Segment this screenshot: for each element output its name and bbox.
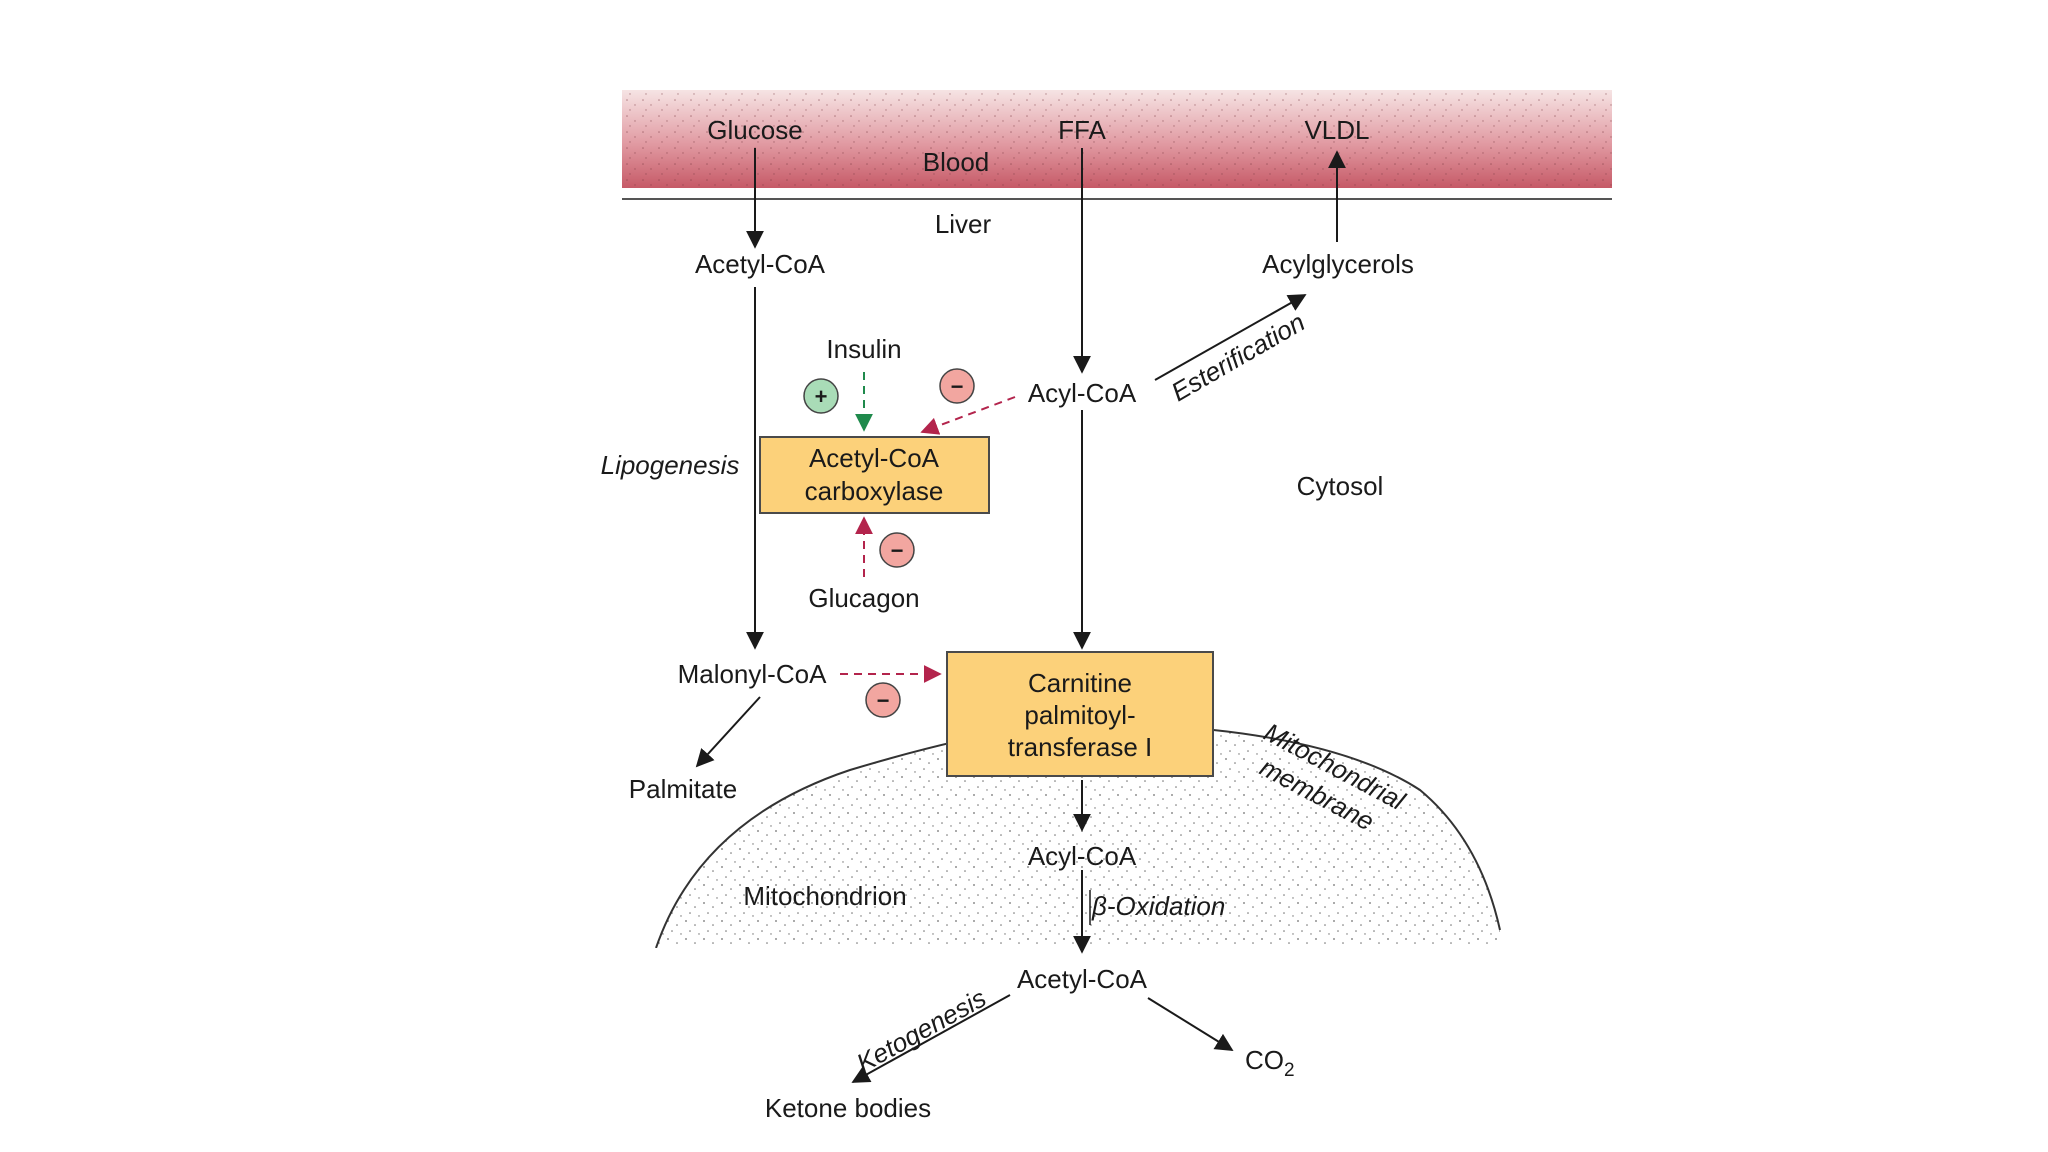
co2-main: CO bbox=[1245, 1045, 1284, 1075]
cytosol-label: Cytosol bbox=[1297, 471, 1384, 501]
palmitate-label: Palmitate bbox=[629, 774, 737, 804]
acyl-coa-minus-sign: − bbox=[939, 368, 975, 404]
glucagon-minus-sign: − bbox=[879, 532, 915, 568]
mitochondrion bbox=[640, 721, 1520, 968]
co2-label: CO2 bbox=[1245, 1045, 1295, 1081]
ffa-label: FFA bbox=[1058, 115, 1106, 145]
ketogenesis-label: Ketogenesis bbox=[851, 983, 991, 1079]
malonyl-coa-minus-sign: − bbox=[865, 682, 901, 718]
arrow-acetyl-coa-to-ketone-bodies bbox=[851, 994, 1011, 1083]
acc-label-line2: carboxylase bbox=[805, 476, 944, 506]
glucagon-label: Glucagon bbox=[808, 583, 919, 613]
pathway-arrows bbox=[695, 148, 1346, 1083]
acylglycerols-label: Acylglycerols bbox=[1262, 249, 1414, 279]
acyl-coa-mito-label: Acyl-CoA bbox=[1028, 841, 1137, 871]
arrow-acyl-coa-inhibits-acc bbox=[920, 396, 1016, 435]
acc-label-line1: Acetyl-CoA bbox=[809, 443, 940, 473]
esterification-label: Esterification bbox=[1166, 307, 1310, 407]
acyl-coa-cytosol-label: Acyl-CoA bbox=[1028, 378, 1137, 408]
acetyl-coa-top-label: Acetyl-CoA bbox=[695, 249, 826, 279]
vldl-label: VLDL bbox=[1304, 115, 1369, 145]
cpt-label-line1: Carnitine bbox=[1028, 668, 1132, 698]
regulation-arrows bbox=[840, 372, 1016, 683]
carnitine-palmitoyltransferase-box bbox=[946, 651, 1214, 777]
insulin-label: Insulin bbox=[826, 334, 901, 364]
arrow-acyl-coa-to-acylglycerols bbox=[1154, 294, 1307, 381]
blood-band bbox=[622, 90, 1612, 200]
glucose-label: Glucose bbox=[707, 115, 802, 145]
blood-stipple bbox=[622, 90, 1612, 188]
acetyl-coa-carboxylase-box bbox=[759, 436, 990, 514]
cpt-label-line2: palmitoyl- bbox=[1024, 700, 1135, 730]
mitochondrion-region bbox=[656, 723, 1500, 948]
svg-text:+: + bbox=[815, 384, 828, 409]
mitochondrion-mask-bottom bbox=[640, 948, 1520, 968]
lipogenesis-label: Lipogenesis bbox=[601, 450, 740, 480]
arrow-malonyl-coa-to-palmitate bbox=[695, 696, 761, 768]
svg-text:−: − bbox=[891, 538, 904, 563]
insulin-plus-sign: + bbox=[803, 378, 839, 414]
beta-oxidation-label: β-Oxidation bbox=[1091, 891, 1225, 921]
acetyl-coa-mito-label: Acetyl-CoA bbox=[1017, 964, 1148, 994]
ketone-bodies-label: Ketone bodies bbox=[765, 1093, 931, 1123]
arrow-acetyl-coa-to-co2 bbox=[1147, 997, 1234, 1051]
blood-label: Blood bbox=[923, 147, 990, 177]
svg-text:−: − bbox=[951, 374, 964, 399]
cpt-label-line3: transferase I bbox=[1008, 732, 1153, 762]
co2-subscript: 2 bbox=[1284, 1060, 1295, 1081]
svg-text:−: − bbox=[877, 688, 890, 713]
liver-label: Liver bbox=[935, 209, 992, 239]
mitochondrion-label: Mitochondrion bbox=[743, 881, 906, 911]
malonyl-coa-label: Malonyl-CoA bbox=[678, 659, 827, 689]
